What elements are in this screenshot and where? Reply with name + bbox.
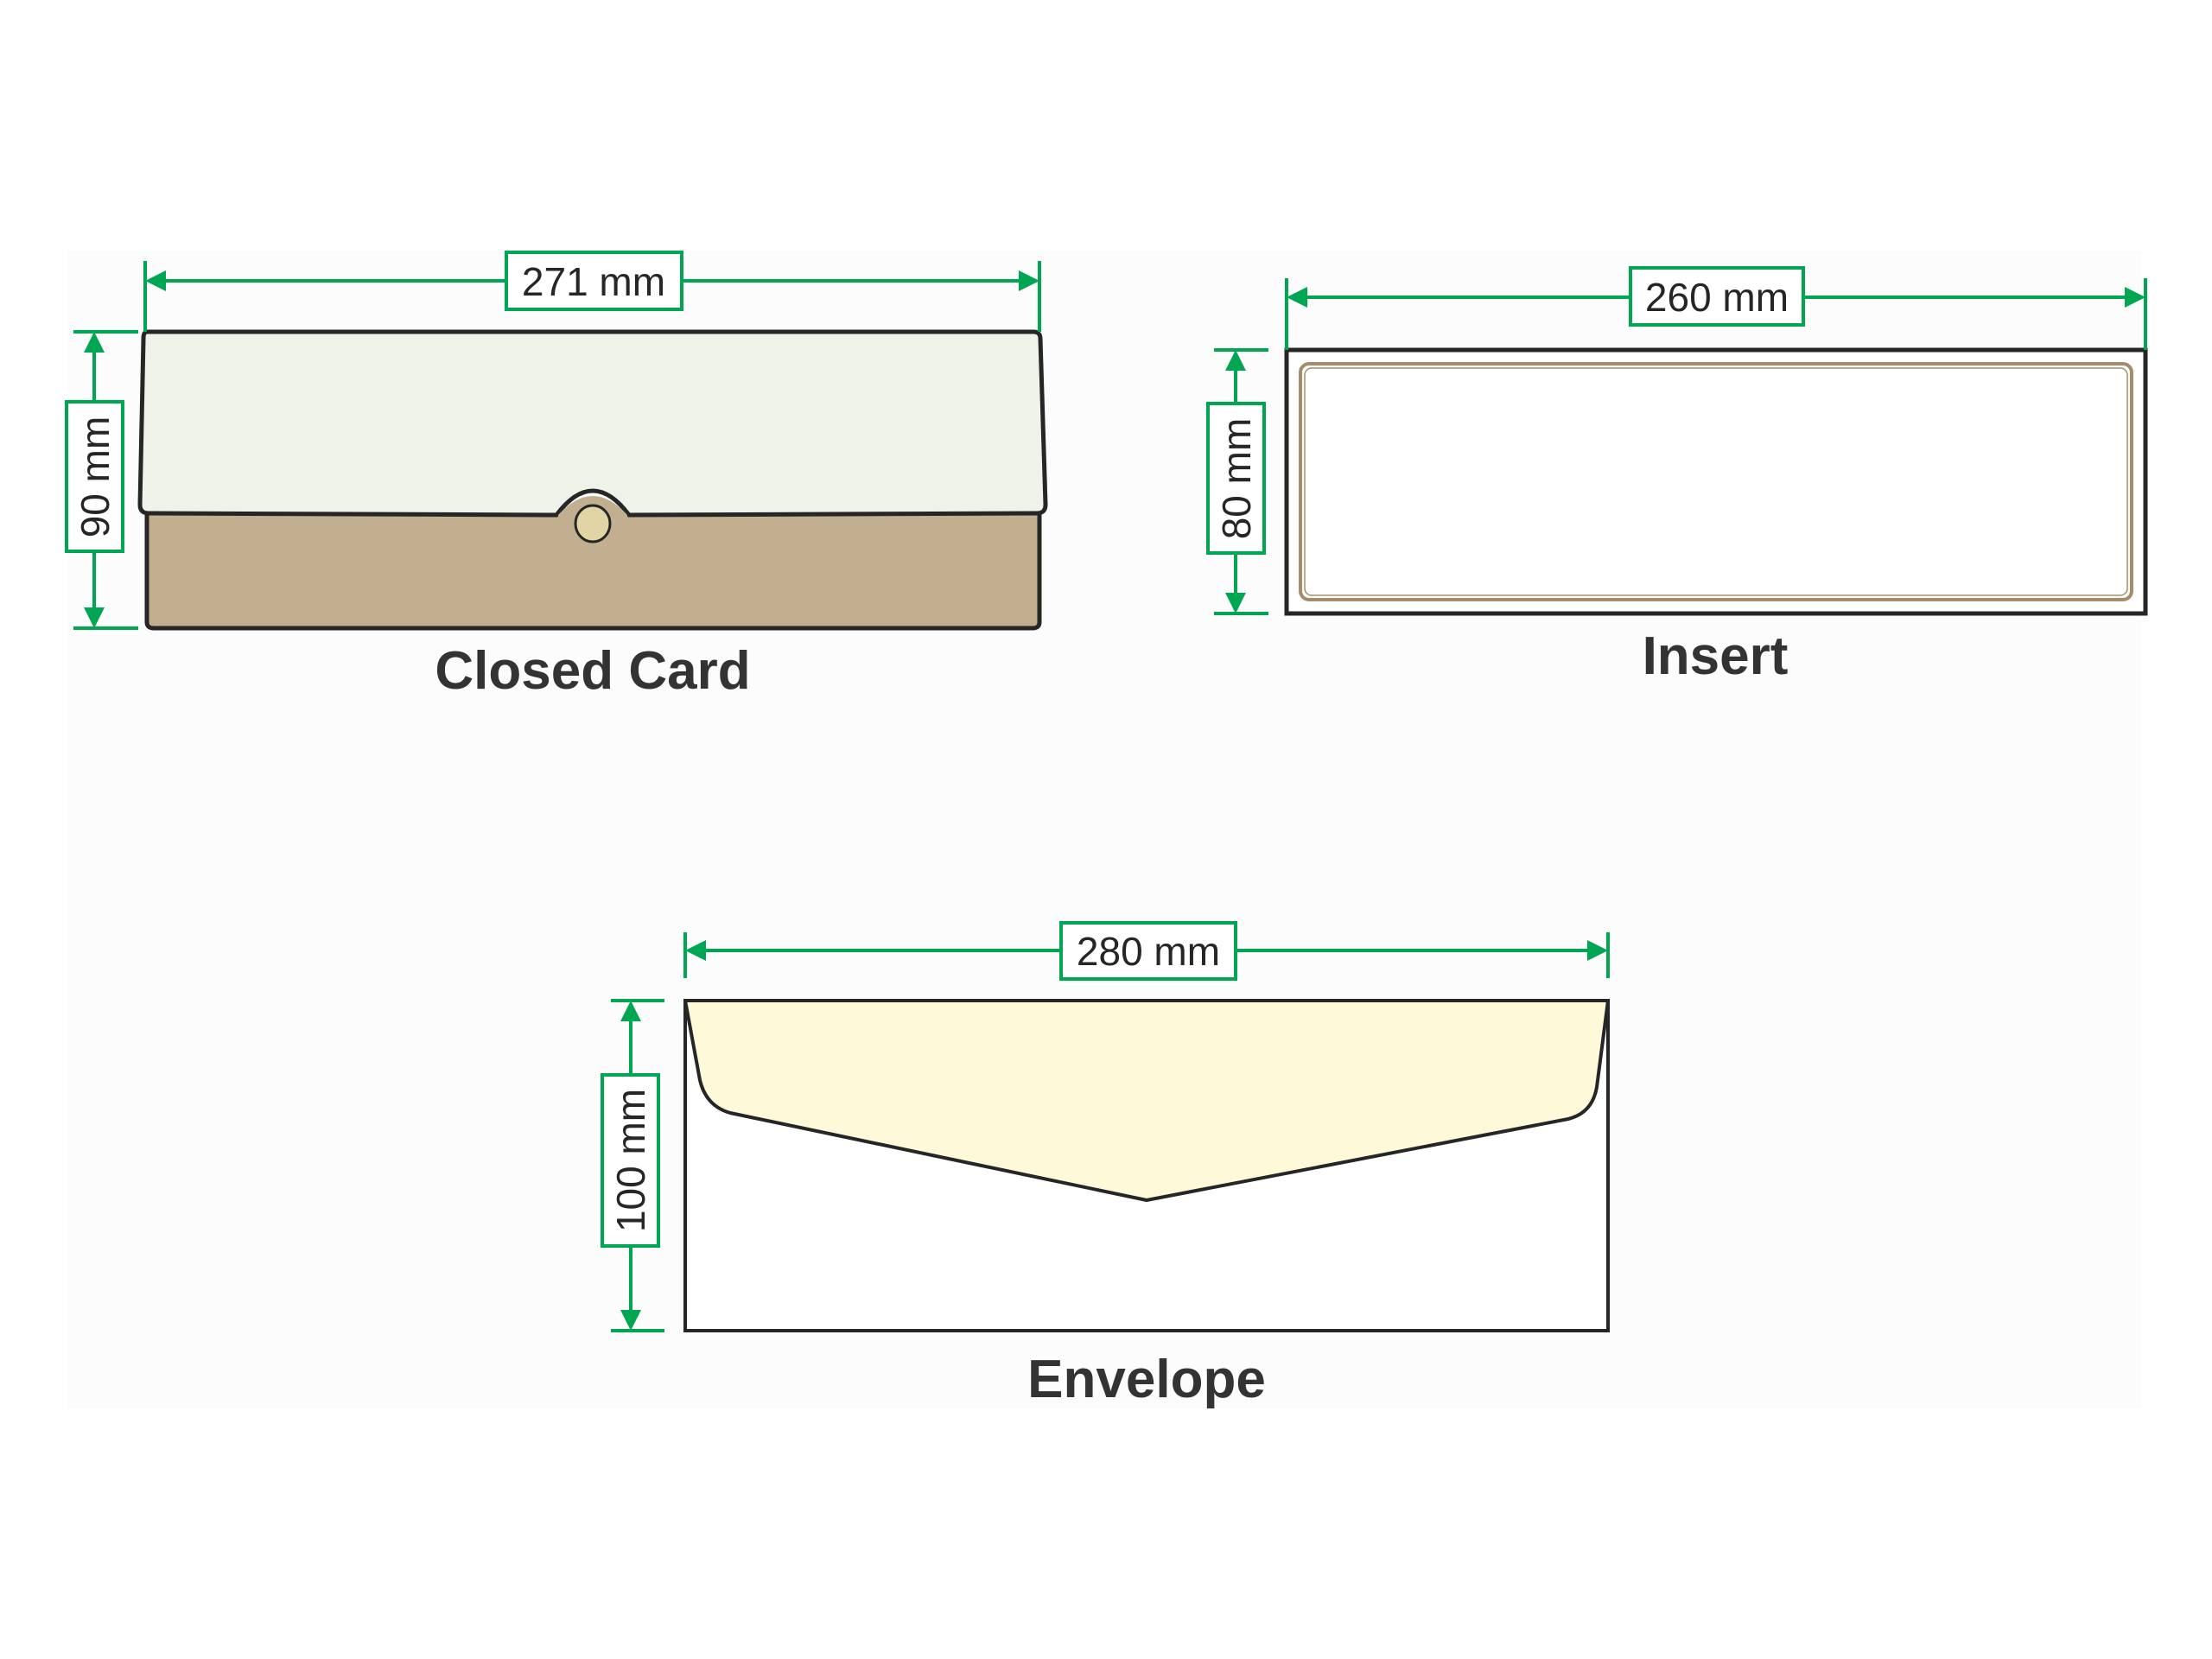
width-label: 260 mm	[1645, 275, 1789, 320]
arrow-left-icon	[145, 270, 166, 291]
card-button-closure	[574, 504, 612, 543]
height-label-box	[1206, 402, 1266, 555]
arrow-up-icon	[620, 1001, 641, 1021]
insert-sheet	[1284, 347, 2148, 616]
arrow-down-icon	[620, 1310, 641, 1331]
height-label: 100 mm	[608, 1089, 653, 1232]
arrow-right-icon	[2125, 287, 2145, 308]
arrow-down-icon	[84, 607, 105, 628]
insert-border-outer	[1299, 362, 2133, 601]
arrow-left-icon	[685, 940, 706, 961]
height-label: 80 mm	[1214, 418, 1259, 540]
arrow-up-icon	[84, 332, 105, 353]
arrow-right-icon	[1019, 270, 1039, 291]
envelope-flap	[683, 999, 1610, 1202]
arrow-left-icon	[1287, 287, 1307, 308]
width-label: 271 mm	[522, 259, 665, 304]
height-label-box	[65, 400, 124, 553]
envelope: 280 mm 100 mm Envelope	[601, 921, 1610, 1409]
closed-card-title: Closed Card	[435, 641, 750, 701]
insert-title: Insert	[1643, 626, 1789, 686]
width-label-box	[505, 251, 683, 311]
arrow-down-icon	[1225, 593, 1246, 613]
insert: 260 mm 80 mm Insert	[1206, 266, 2148, 686]
arrow-right-icon	[1587, 940, 1608, 961]
insert-border-inner	[1304, 367, 2128, 596]
height-label-box	[601, 1073, 660, 1248]
card-bottom-panel	[144, 511, 1042, 631]
width-label: 280 mm	[1077, 929, 1220, 974]
height-label: 90 mm	[73, 416, 118, 538]
closed-card: 271 mm 90 mm Closed Card	[65, 251, 1048, 701]
card-top-flap	[137, 329, 1048, 518]
width-label-box	[1629, 266, 1805, 327]
envelope-title: Envelope	[1027, 1350, 1266, 1409]
arrow-up-icon	[1225, 350, 1246, 371]
width-label-box	[1059, 921, 1237, 981]
